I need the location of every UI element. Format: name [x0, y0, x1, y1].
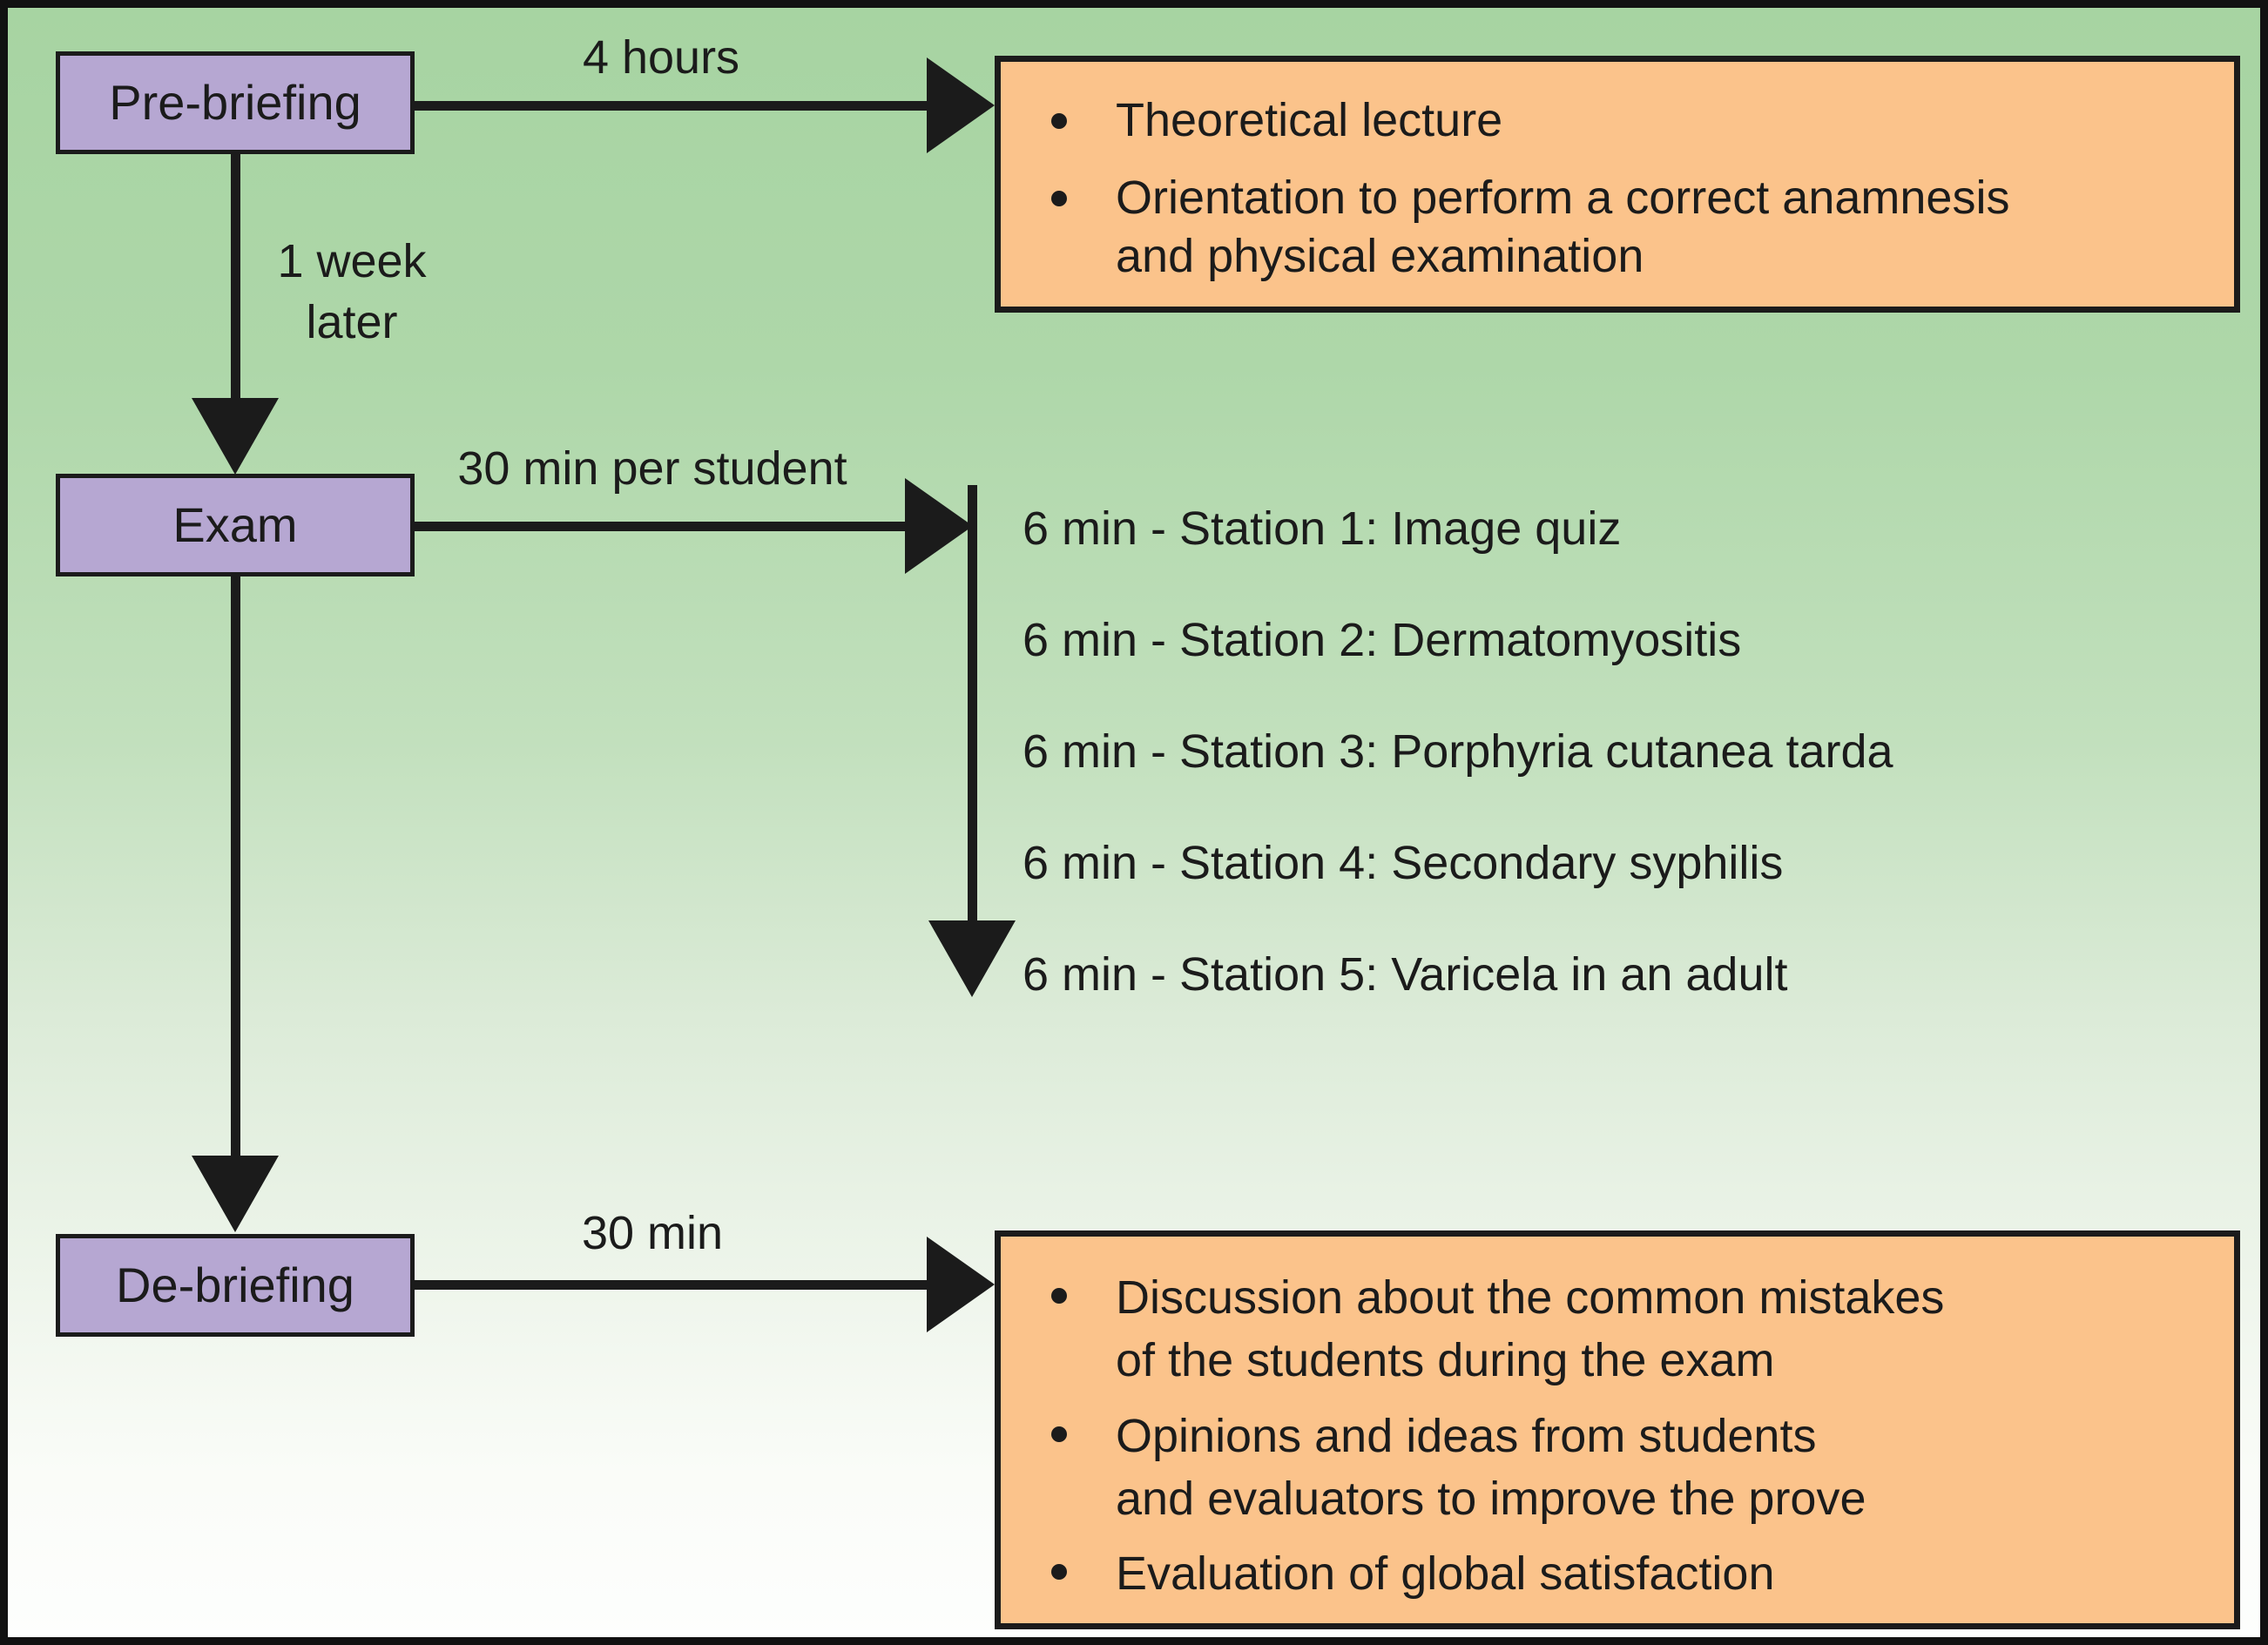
- arrow-down-icon: [192, 398, 279, 475]
- stage-box-exam: Exam: [56, 474, 415, 576]
- arrow-label-4-hours: 4 hours: [582, 31, 740, 84]
- stage-box-de-briefing: De-briefing: [56, 1234, 415, 1337]
- arrow-down-icon: [928, 920, 1016, 997]
- bullet-item: Evaluation of global satisfaction: [1051, 1542, 2199, 1605]
- exam-stations-list: 6 min - Station 1: Image quiz 6 min - St…: [1023, 473, 1893, 1030]
- arrow-label-30-min-per-student: 30 min per student: [457, 442, 847, 495]
- stations-timeline-line: [968, 485, 977, 922]
- stage-box-pre-briefing: Pre-briefing: [56, 51, 415, 154]
- arrow-right-icon: [927, 57, 995, 153]
- de-briefing-details-box: Discussion about the common mistakes of …: [995, 1230, 2240, 1629]
- arrow-down-icon: [192, 1156, 279, 1232]
- station-item: 6 min - Station 5: Varicela in an adult: [1023, 948, 1788, 1001]
- arrow-right-icon: [927, 1237, 995, 1332]
- arrow-label-30-min: 30 min: [581, 1207, 724, 1259]
- bullet-item: Opinions and ideas from students and eva…: [1051, 1405, 2199, 1531]
- bullet-dot-icon: [1051, 1426, 1067, 1442]
- bullet-dot-icon: [1051, 113, 1067, 129]
- arrow-right-icon: [905, 478, 973, 574]
- bullet-text: Orientation to perform a correct anamnes…: [1116, 171, 2010, 282]
- arrow-shaft-debrief-to-details: [415, 1280, 930, 1290]
- arrow-label-1-week-later: 1 week later: [277, 235, 427, 349]
- bullet-dot-icon: [1051, 1564, 1067, 1581]
- bullet-item: Discussion about the common mistakes of …: [1051, 1266, 2199, 1392]
- station-item: 6 min - Station 3: Porphyria cutanea tar…: [1023, 725, 1893, 778]
- bullet-dot-icon: [1051, 190, 1067, 206]
- bullet-text: Theoretical lecture: [1116, 94, 1503, 146]
- station-item: 6 min - Station 2: Dermatomyositis: [1023, 614, 1742, 666]
- bullet-item: Orientation to perform a correct anamnes…: [1051, 169, 2199, 286]
- bullet-text: Discussion about the common mistakes of …: [1116, 1271, 1945, 1387]
- station-item: 6 min - Station 4: Secondary syphilis: [1023, 837, 1784, 889]
- bullet-text: Opinions and ideas from students and eva…: [1116, 1409, 1866, 1526]
- arrow-shaft-pre-to-details: [415, 101, 930, 111]
- bullet-item: Theoretical lecture: [1051, 91, 2199, 150]
- bullet-dot-icon: [1051, 1288, 1067, 1304]
- bullet-text: Evaluation of global satisfaction: [1116, 1547, 1775, 1601]
- arrow-shaft-pre-to-exam: [231, 152, 240, 400]
- pre-briefing-details-box: Theoretical lecture Orientation to perfo…: [995, 56, 2240, 313]
- station-item: 6 min - Station 1: Image quiz: [1023, 502, 1622, 555]
- arrow-shaft-exam-to-stations: [415, 522, 907, 531]
- arrow-shaft-exam-to-debrief: [231, 575, 240, 1156]
